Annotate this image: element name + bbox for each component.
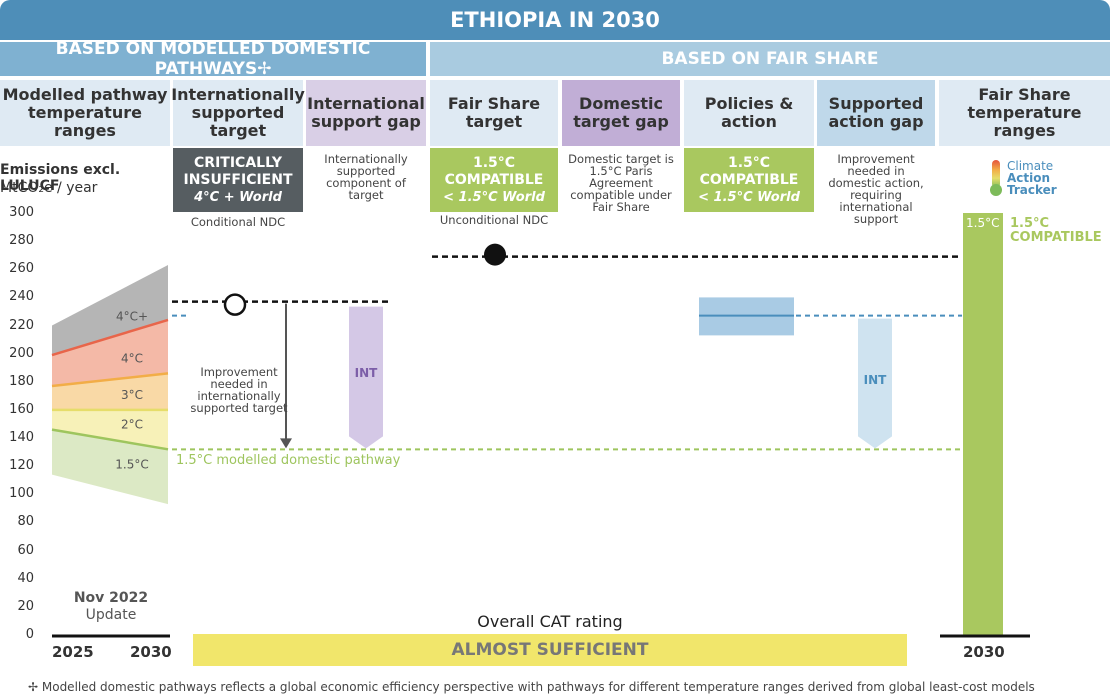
- x-label-fs-2030: 2030: [963, 643, 1005, 661]
- update-label: Update: [85, 607, 137, 623]
- note-sup-gap: Improvement needed in domestic action, r…: [828, 152, 924, 226]
- footnote: ✢ Modelled domestic pathways reflects a …: [28, 680, 1035, 694]
- section-fairshare-header: BASED ON FAIR SHARE: [430, 42, 1110, 76]
- x-label-2025: 2025: [52, 643, 94, 661]
- note-dom-gap: Domestic target is 1.5°C Paris Agreement…: [568, 152, 674, 214]
- note-conditional-ndc: Conditional NDC: [190, 215, 286, 229]
- y-tick-280: 280: [9, 233, 34, 249]
- x-label-2030: 2030: [130, 643, 172, 661]
- col-header-dom-gap: Domestic target gap: [562, 80, 680, 146]
- badge-policies-line2: COMPATIBLE: [699, 171, 799, 188]
- badge-policies-line3: < 1.5°C World: [698, 189, 800, 205]
- badge-int-target-line2: INSUFFICIENT: [183, 171, 293, 188]
- badge-fs-target-line2: COMPATIBLE: [444, 171, 544, 188]
- y-tick-0: 0: [25, 627, 34, 642]
- y-tick-220: 220: [9, 317, 34, 333]
- update-date: Nov 2022: [73, 590, 149, 606]
- unconditional-ndc-marker: [484, 243, 506, 266]
- fs-1-5c-bar: [963, 213, 1003, 635]
- note-improvement: Improvement needed in internationally su…: [190, 365, 288, 415]
- sup-gap-arrow: [858, 318, 892, 449]
- fs-bar-label: 1.5°C: [966, 216, 1000, 230]
- band-4c: [52, 319, 168, 387]
- conditional-ndc-marker: [223, 293, 247, 316]
- rating-value: ALMOST SUFFICIENT: [193, 634, 907, 666]
- improvement-arrow-head: [280, 438, 292, 449]
- y-tick-80: 80: [17, 514, 34, 530]
- band-3c: [52, 373, 168, 410]
- y-tick-160: 160: [9, 401, 34, 417]
- badge-fs-target-line1: 1.5°C: [472, 154, 516, 171]
- logo-line3: Tracker: [1007, 183, 1057, 197]
- page-title: ETHIOPIA IN 2030: [0, 0, 1110, 40]
- col-header-int-target: Internationally supported target: [171, 80, 305, 146]
- band-label-2c: 2°C: [121, 418, 143, 432]
- badge-int-target-line1: CRITICALLY: [194, 154, 282, 171]
- col-header-int-gap: International support gap: [306, 80, 426, 146]
- col-header-sup-gap: Supported action gap: [817, 80, 935, 146]
- int-gap-arrow: [349, 306, 383, 449]
- y-tick-200: 200: [9, 345, 34, 361]
- fs-compatible-line2: COMPATIBLE: [1010, 230, 1102, 245]
- logo-line1: Climate: [1007, 159, 1054, 173]
- y-tick-40: 40: [17, 570, 34, 586]
- col-header-fs-target: Fair Share target: [430, 80, 558, 146]
- badge-policies-line1: 1.5°C: [727, 154, 771, 171]
- col-header-policies: Policies & action: [684, 80, 814, 146]
- y-tick-60: 60: [17, 542, 34, 558]
- section-modelled-header: BASED ON MODELLED DOMESTIC PATHWAYS✢: [0, 39, 426, 79]
- badge-policies: 1.5°C COMPATIBLE < 1.5°C World: [684, 148, 814, 212]
- y-tick-100: 100: [9, 486, 34, 502]
- badge-int-target-line3: 4°C + World: [194, 189, 282, 205]
- y-axis-label-line1: Emissions excl. LULUCF: [0, 162, 121, 194]
- y-axis-label-line2: MtCO₂e / year: [0, 180, 98, 196]
- col-header-fs-ranges: Fair Share temperature ranges: [939, 80, 1110, 146]
- y-tick-240: 240: [9, 289, 34, 305]
- int-gap-label: INT: [354, 366, 378, 380]
- line-1-5c-upper: [51, 428, 169, 451]
- y-tick-120: 120: [9, 458, 34, 474]
- badge-int-target: CRITICALLY INSUFFICIENT 4°C + World: [173, 148, 303, 212]
- sup-gap-int-label: INT: [863, 373, 887, 387]
- band-2c: [52, 409, 168, 450]
- band-label-4cplus: 4°C+: [116, 309, 148, 323]
- y-tick-260: 260: [9, 261, 34, 277]
- line-3c-upper: [51, 372, 169, 388]
- band-4cplus: [52, 265, 168, 356]
- rating-label: Overall CAT rating: [477, 612, 623, 631]
- badge-fs-target: 1.5°C COMPATIBLE < 1.5°C World: [430, 148, 558, 212]
- band-label-1-5c: 1.5°C: [115, 457, 148, 471]
- y-tick-180: 180: [9, 373, 34, 389]
- y-tick-300: 300: [9, 205, 34, 220]
- line-4c-upper: [51, 318, 169, 357]
- badge-fs-target-line3: < 1.5°C World: [443, 189, 545, 205]
- note-unconditional-ndc: Unconditional NDC: [439, 213, 549, 227]
- y-tick-140: 140: [9, 430, 34, 446]
- col-header-modelled: Modelled pathway temperature ranges: [0, 80, 170, 146]
- cat-logo: Climate Action Tracker: [986, 158, 1062, 198]
- band-label-3c: 3°C: [121, 388, 143, 402]
- band-1-5c: [52, 429, 168, 505]
- note-int-gap: Internationally supported component of t…: [324, 152, 408, 202]
- y-tick-20: 20: [17, 598, 34, 614]
- pathway-label: 1.5°C modelled domestic pathway: [176, 453, 401, 468]
- logo-line2: Action: [1007, 171, 1051, 185]
- fs-compatible-line1: 1.5°C: [1010, 216, 1050, 231]
- band-label-4c: 4°C: [121, 352, 143, 366]
- thermometer-icon: [990, 160, 1002, 196]
